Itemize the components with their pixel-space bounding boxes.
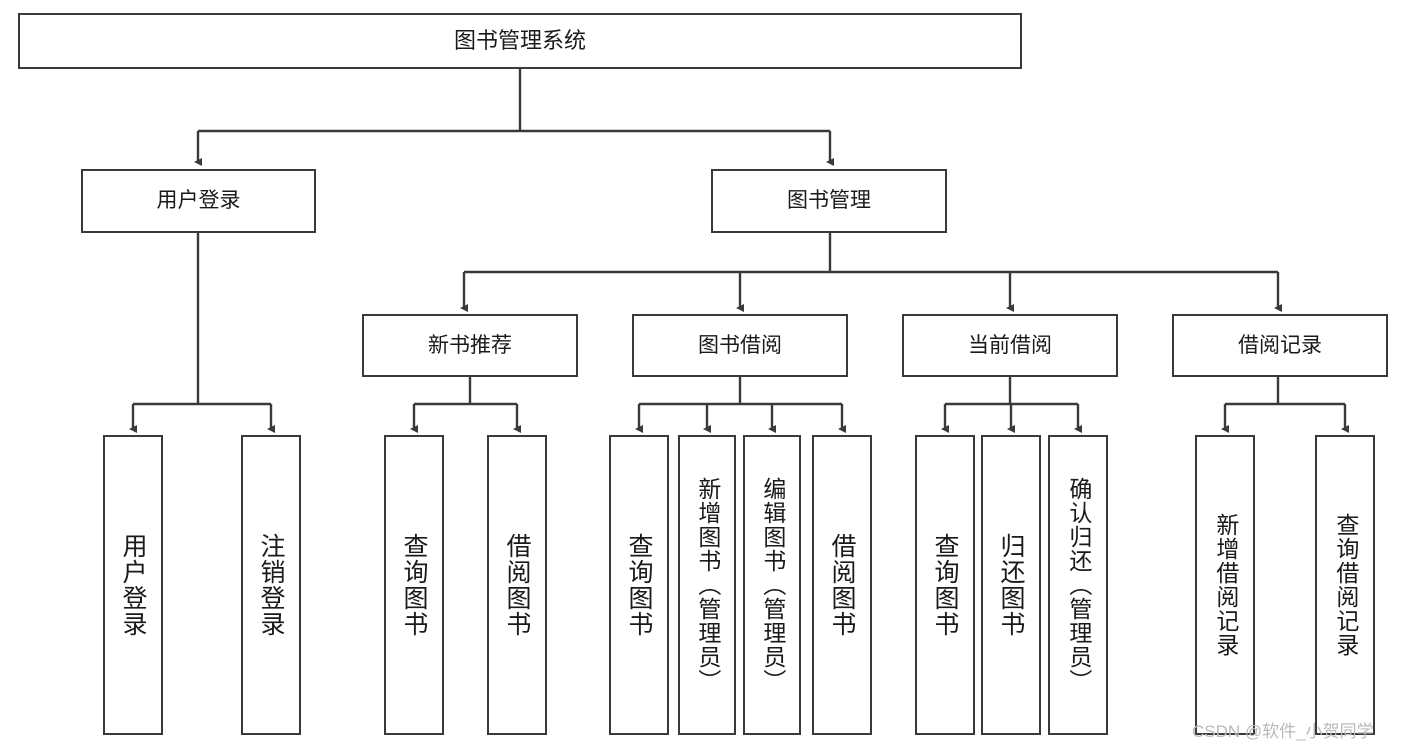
node-book-borrow[interactable]: 图书借阅 [632,314,848,377]
leaf-edit-book-admin[interactable]: 编辑图书（管理员） [743,435,801,735]
leaf-query-book-recommend[interactable]: 查询图书 [384,435,444,735]
node-label: 借阅图书 [503,533,531,637]
leaf-add-borrow-record[interactable]: 新增借阅记录 [1195,435,1255,735]
node-label: 归还图书 [997,533,1025,637]
node-label: 注销登录 [257,533,285,637]
node-label: 当前借阅 [968,333,1052,357]
node-label: 借阅记录 [1238,333,1322,357]
leaf-user-login[interactable]: 用户登录 [103,435,163,735]
node-label: 新增借阅记录 [1212,513,1239,657]
leaf-query-book-current[interactable]: 查询图书 [915,435,975,735]
node-label: 用户登录 [119,533,147,637]
leaf-confirm-return-admin[interactable]: 确认归还（管理员） [1048,435,1108,735]
node-new-book-recommend[interactable]: 新书推荐 [362,314,578,377]
node-label: 借阅图书 [828,533,856,637]
leaf-borrow-book-recommend[interactable]: 借阅图书 [487,435,547,735]
node-label: 图书管理系统 [453,27,586,53]
node-current-borrow[interactable]: 当前借阅 [902,314,1118,377]
node-book-management[interactable]: 图书管理 [711,169,947,233]
node-label: 新增图书（管理员） [694,477,721,693]
leaf-logout[interactable]: 注销登录 [241,435,301,735]
node-label: 查询借阅记录 [1332,513,1359,657]
node-label: 用户登录 [156,189,241,213]
leaf-query-book-borrow[interactable]: 查询图书 [609,435,669,735]
node-borrow-record[interactable]: 借阅记录 [1172,314,1388,377]
leaf-borrow-book[interactable]: 借阅图书 [812,435,872,735]
node-label: 新书推荐 [428,333,512,357]
node-label: 查询图书 [931,533,959,637]
node-user-login[interactable]: 用户登录 [81,169,316,233]
node-book-management-system[interactable]: 图书管理系统 [18,13,1022,69]
leaf-add-book-admin[interactable]: 新增图书（管理员） [678,435,736,735]
leaf-return-book[interactable]: 归还图书 [981,435,1041,735]
node-label: 查询图书 [400,533,428,637]
node-label: 编辑图书（管理员） [759,477,786,693]
node-label: 图书借阅 [698,333,782,357]
node-label: 查询图书 [625,533,653,637]
node-label: 图书管理 [787,189,871,213]
node-label: 确认归还（管理员） [1065,477,1092,693]
leaf-query-borrow-record[interactable]: 查询借阅记录 [1315,435,1375,735]
